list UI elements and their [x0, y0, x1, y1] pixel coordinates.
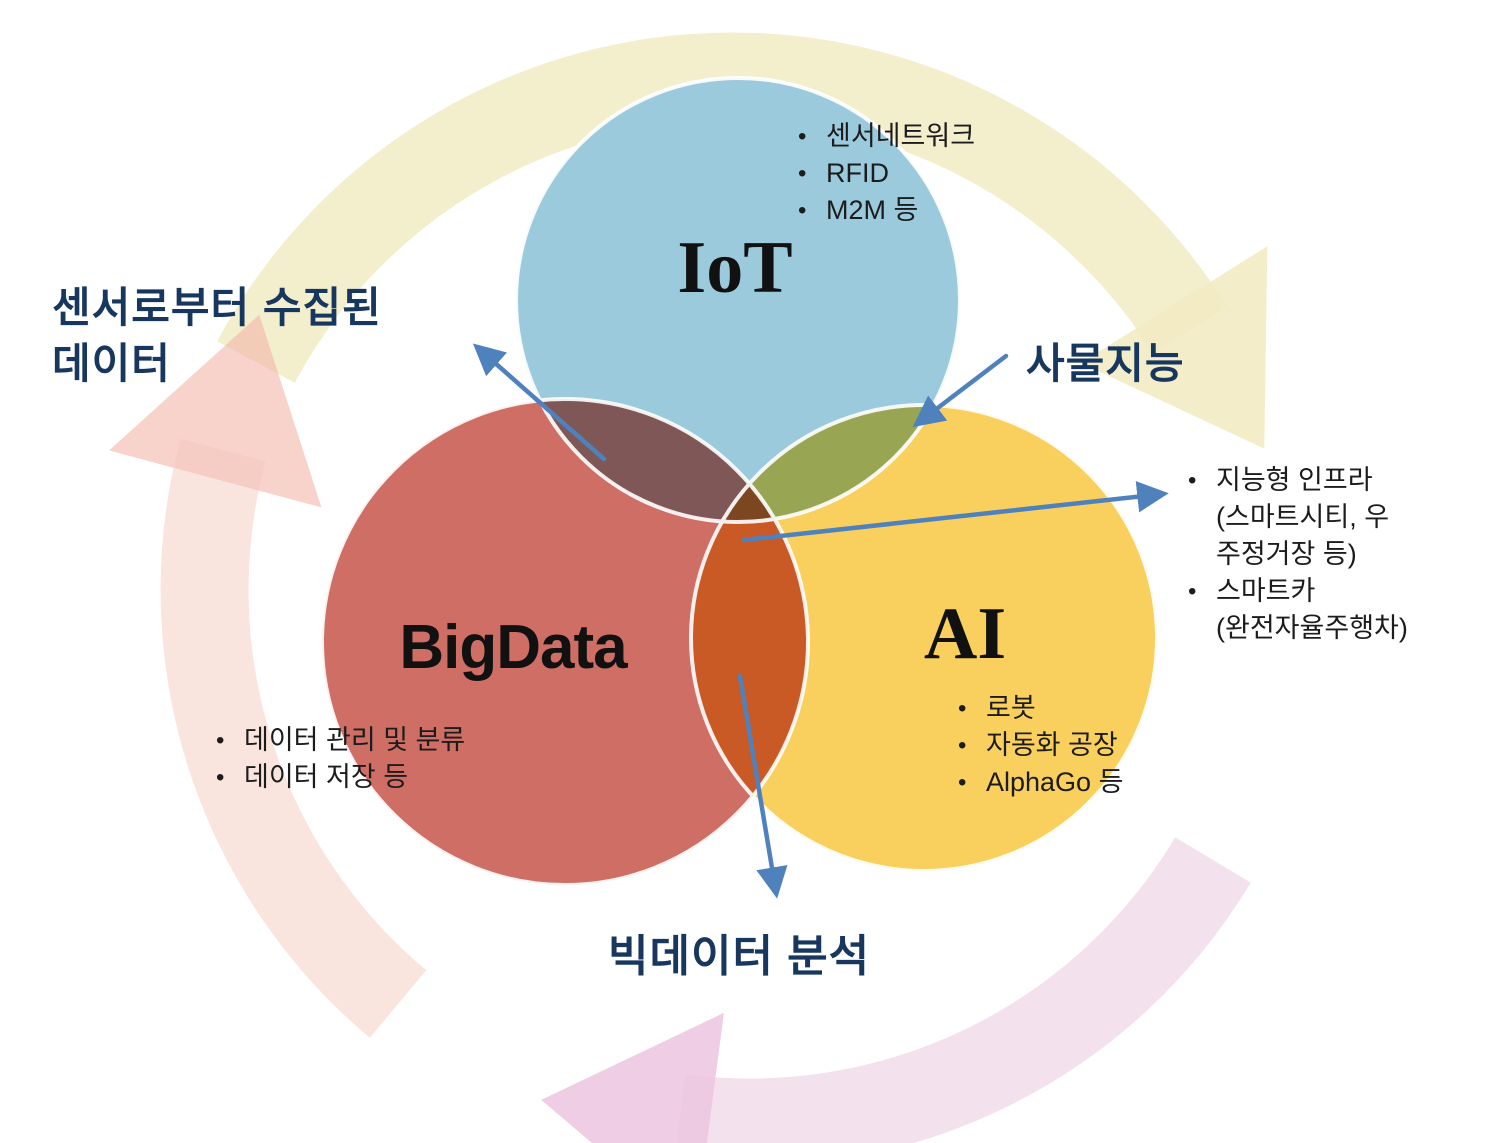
bullet-item: 지능형 인프라 (스마트시티, 우 주정거장 등) — [1180, 462, 1485, 573]
top-cycle-arrow — [217, 32, 1268, 449]
sensor-data-label: 센서로부터 수집된 데이터 — [52, 284, 382, 387]
iot-title: IoT — [677, 227, 793, 309]
bullet-item: 데이터 관리 및 분류 — [208, 722, 465, 759]
iot-bullet-list: 센서네트워크 RFID M2M 등 — [790, 118, 975, 229]
bottom-cycle-arrow — [541, 837, 1251, 1143]
arrow-to-infra-list — [741, 481, 1169, 543]
arrow-to-sensor-label — [472, 343, 607, 462]
bigdata-analysis-label: 빅데이터 분석 — [608, 932, 871, 981]
bullet-item: 센서네트워크 — [790, 118, 975, 155]
bigdata-title: BigData — [399, 613, 627, 682]
ai-title: AI — [923, 593, 1007, 675]
arrow-to-bigdata-analysis-label — [737, 673, 788, 899]
arrow-to-iot-ai-overlap — [912, 353, 1009, 428]
bullet-item: 자동화 공장 — [950, 727, 1123, 764]
bullet-item: RFID — [790, 155, 975, 192]
iot-circle-outline — [514, 76, 962, 524]
bullet-item: 스마트카 (완전자율주행차) — [1180, 573, 1485, 647]
bullet-item: 데이터 저장 등 — [208, 759, 465, 796]
bullet-item: 로봇 — [950, 690, 1123, 727]
callout-arrows — [472, 343, 1169, 899]
bigdata-circle-outline — [320, 397, 810, 887]
bigdata-bullet-list: 데이터 관리 및 분류 데이터 저장 등 — [208, 722, 465, 796]
ai-infra-bullet-list: 지능형 인프라 (스마트시티, 우 주정거장 등) 스마트카 (완전자율주행차) — [1180, 462, 1485, 647]
bullet-item: AlphaGo 등 — [950, 764, 1123, 801]
bullet-item: M2M 등 — [790, 192, 975, 229]
iot-intelligence-label: 사물지능 — [1026, 340, 1185, 387]
ai-bullet-list: 로봇 자동화 공장 AlphaGo 등 — [950, 690, 1123, 801]
